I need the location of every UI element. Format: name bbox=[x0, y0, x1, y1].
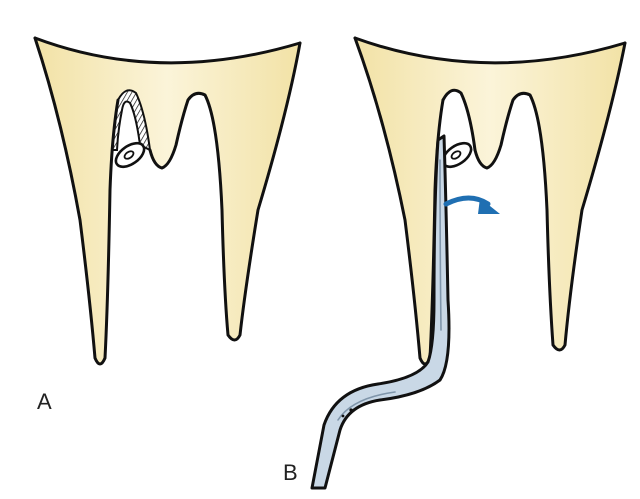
panel-b: B bbox=[283, 36, 627, 490]
instrument-dot bbox=[341, 414, 345, 418]
instrument-highlight bbox=[337, 159, 442, 421]
crown-edge-b bbox=[353, 36, 627, 65]
panel-a: A bbox=[33, 36, 302, 414]
furcation-outline-b bbox=[473, 41, 627, 352]
tooth-b bbox=[355, 38, 625, 364]
furcation-outline-a bbox=[148, 41, 302, 342]
tooth-a bbox=[35, 38, 300, 364]
instrument-dot bbox=[349, 408, 353, 412]
socket-outline-b bbox=[441, 88, 477, 152]
root-fragment-hatch-a bbox=[110, 89, 152, 152]
root-tip-elevator bbox=[310, 134, 451, 490]
root-outline-a-left bbox=[33, 36, 120, 366]
panel-label-b: B bbox=[283, 460, 298, 485]
panel-label-a: A bbox=[37, 389, 52, 414]
root-fragment-a bbox=[114, 141, 146, 169]
root-fragment-b bbox=[441, 141, 473, 169]
crown-edge-a bbox=[33, 36, 302, 65]
curved-arrow-icon bbox=[443, 195, 500, 214]
instrument-body bbox=[310, 134, 451, 490]
